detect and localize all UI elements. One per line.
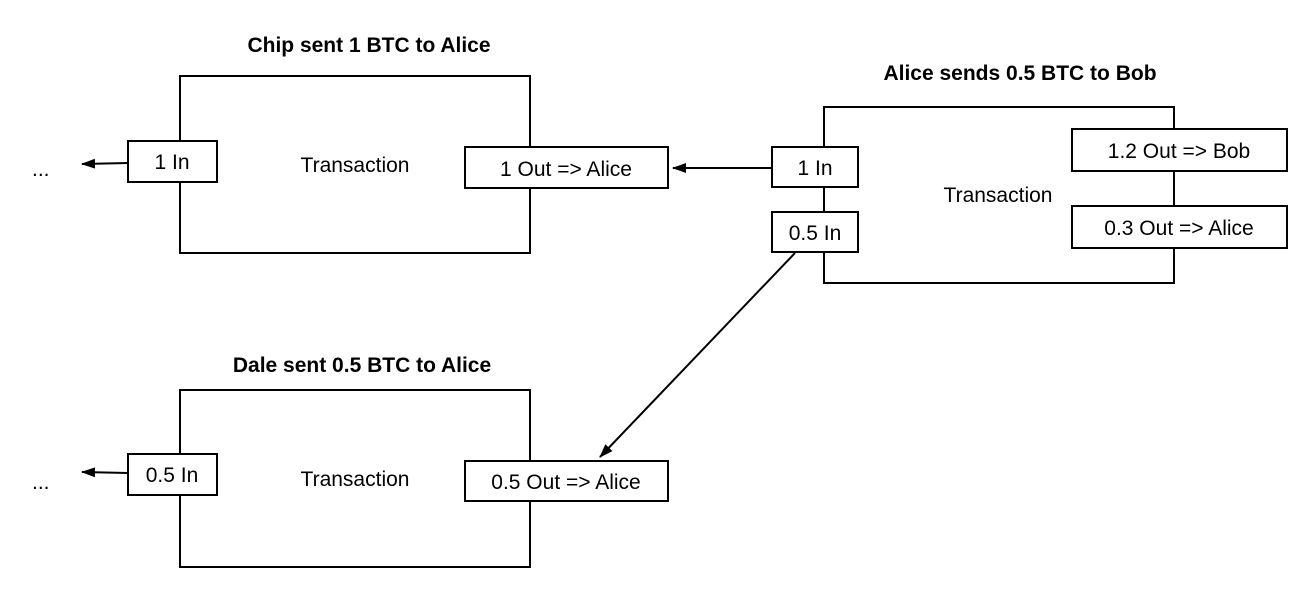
transaction-title: Alice sends 0.5 BTC to Bob (883, 62, 1156, 85)
transaction-label: Transaction (301, 468, 410, 491)
output-box (1071, 128, 1288, 172)
output-label: 1.2 Out => Bob (1108, 140, 1250, 163)
transaction-alice: Alice sends 0.5 BTC to Bob Transaction 1… (771, 62, 1288, 284)
transaction-title: Dale sent 0.5 BTC to Alice (233, 354, 491, 377)
arrow-to-previous (81, 158, 129, 169)
transaction-title: Chip sent 1 BTC to Alice (247, 34, 490, 57)
output-box (1071, 205, 1288, 249)
output-box (464, 146, 669, 189)
output-box (464, 460, 669, 502)
transaction-chip: Chip sent 1 BTC to Alice Transaction 1 I… (32, 34, 669, 254)
output-label: 0.3 Out => Alice (1104, 217, 1253, 240)
output-label: 0.5 Out => Alice (491, 471, 640, 494)
transaction-dale: Dale sent 0.5 BTC to Alice Transaction 0… (32, 354, 669, 568)
transaction-label: Transaction (301, 154, 410, 177)
input-box (127, 140, 218, 183)
input-label: 1 In (797, 157, 832, 180)
input-box (771, 146, 859, 188)
input-label: 0.5 In (146, 464, 199, 487)
input-box (127, 453, 218, 496)
input-box (771, 211, 859, 253)
input-label: 1 In (154, 151, 189, 174)
edge-alice-in2-to-dale-out (599, 252, 796, 458)
input-label: 0.5 In (789, 222, 842, 245)
transaction-label: Transaction (944, 184, 1053, 207)
output-label: 1 Out => Alice (500, 158, 632, 181)
arrow-to-previous (81, 467, 129, 478)
ellipsis-prev: ... (32, 471, 50, 494)
ellipsis-prev: ... (32, 158, 50, 181)
